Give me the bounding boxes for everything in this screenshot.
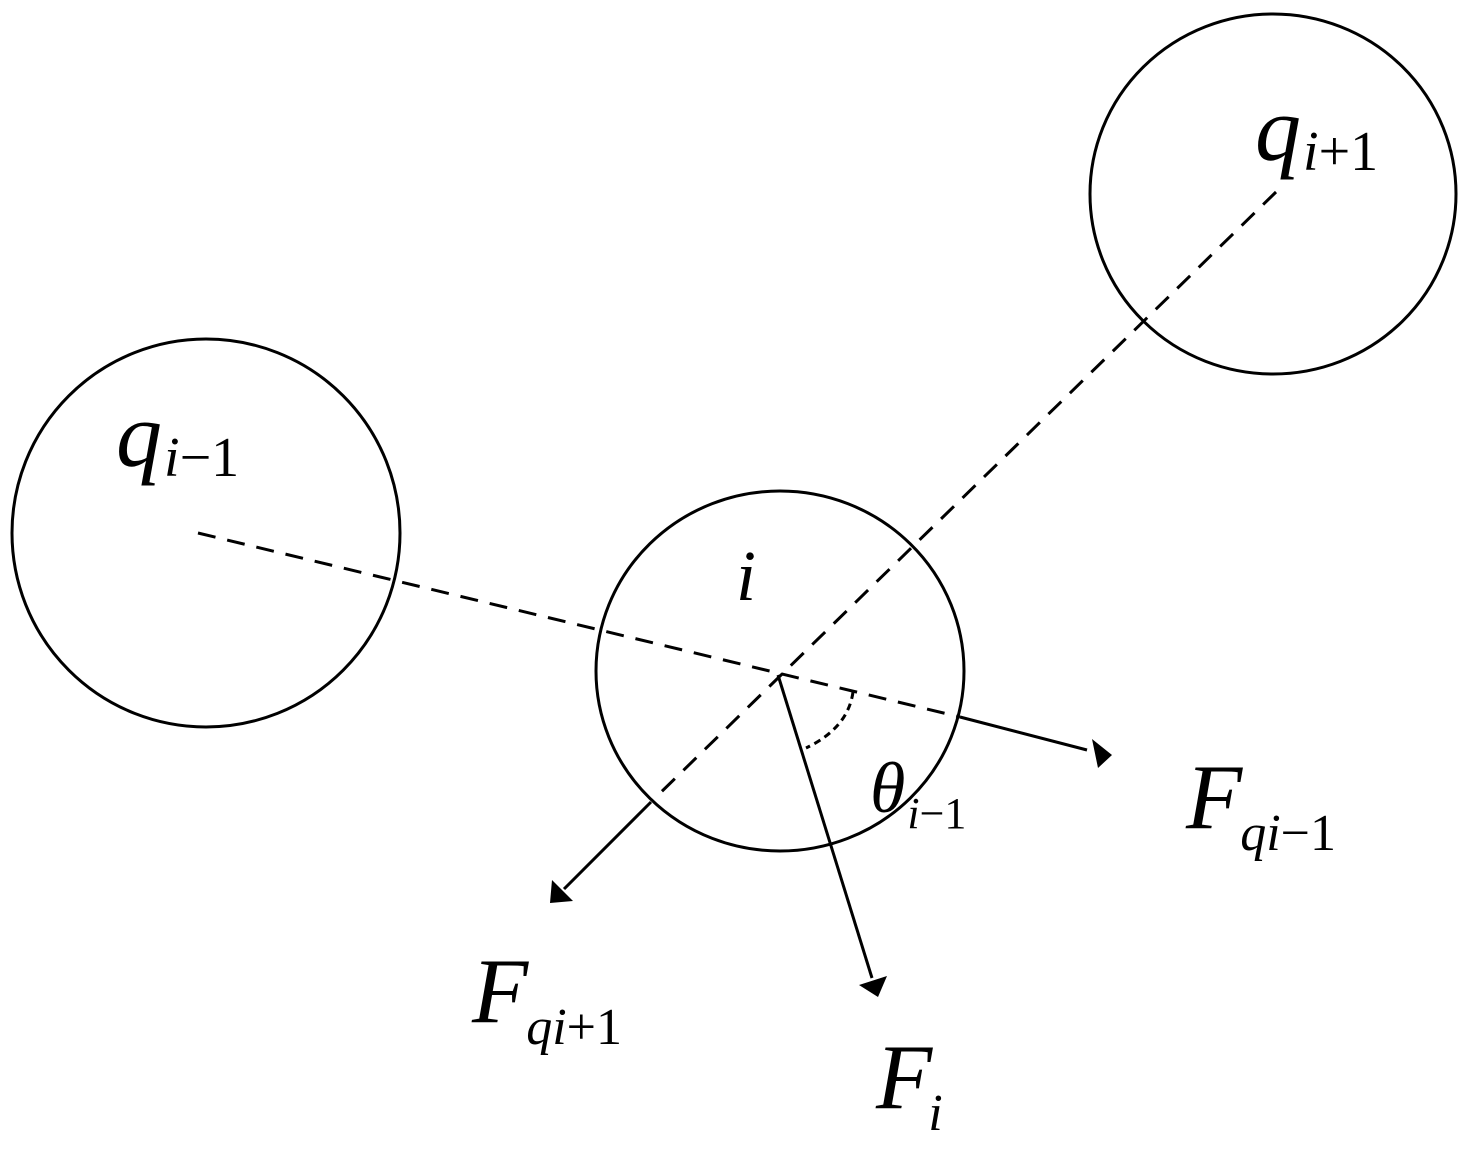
force-vector-f-q-i-minus-1 bbox=[959, 715, 1088, 752]
label-i: i bbox=[736, 536, 756, 616]
particle-circle-i-plus-1 bbox=[1088, 12, 1458, 376]
label-q-i-plus-1: qi+1 bbox=[1255, 78, 1378, 183]
label-f-q-i-plus-1: Fqi+1 bbox=[471, 940, 622, 1056]
arrowhead-f-q-i-plus-1 bbox=[550, 880, 573, 903]
particle-circle-i-minus-1 bbox=[10, 337, 402, 729]
arrowhead-f-i bbox=[859, 976, 887, 997]
force-vector-f-i bbox=[776, 674, 874, 979]
label-q-i-minus-1: qi−1 bbox=[116, 384, 239, 489]
label-f-i: Fi bbox=[875, 1026, 943, 1142]
force-vector-f-q-i-plus-1 bbox=[562, 800, 653, 891]
angle-arc bbox=[805, 691, 855, 750]
label-theta-i-minus-1: θi−1 bbox=[870, 748, 966, 838]
particle-circle-i bbox=[594, 489, 966, 853]
dashed-line-to-q-i-minus-1 bbox=[197, 531, 961, 719]
dashed-line-to-q-i-plus-1 bbox=[651, 190, 1278, 802]
arrowhead-f-q-i-minus-1 bbox=[1092, 739, 1112, 768]
label-f-q-i-minus-1: Fqi−1 bbox=[1185, 746, 1336, 862]
